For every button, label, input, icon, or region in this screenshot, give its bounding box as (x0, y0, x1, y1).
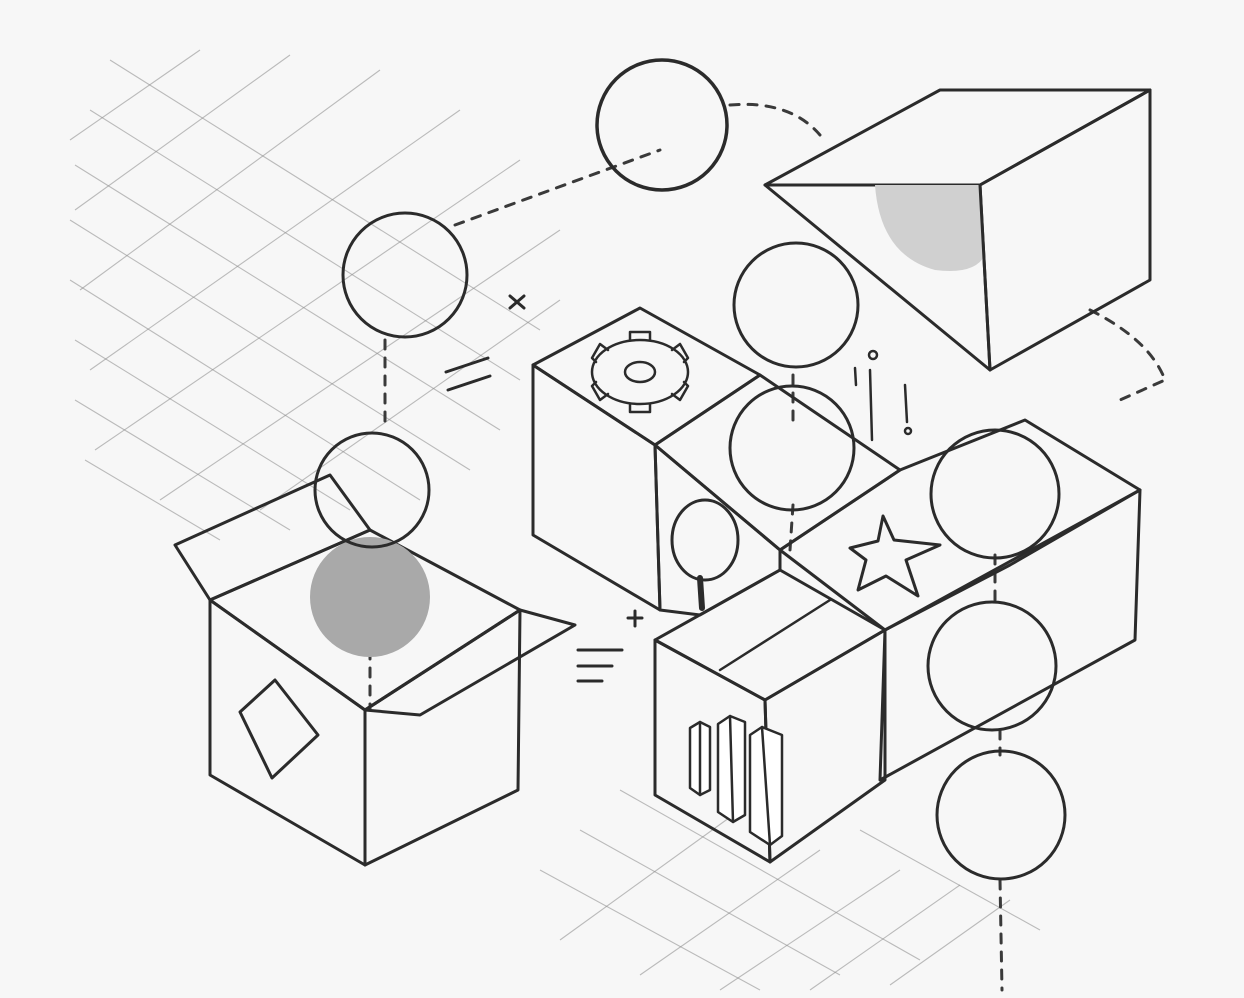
cross-mark (508, 294, 526, 310)
sphere-right-white (929, 428, 1061, 560)
cube-top-right (763, 88, 1152, 372)
sphere-box-inner-gray (310, 537, 430, 657)
sphere-center-gray (732, 241, 860, 369)
equals-mark (444, 356, 492, 392)
plus-mark (626, 609, 644, 628)
exclamation-marks (853, 349, 913, 442)
sphere-center-white (728, 384, 856, 512)
grid-bottom-right (539, 789, 1041, 991)
grid-top-left (69, 49, 561, 541)
magnifier-icon (670, 498, 740, 611)
sphere-bottom-gray (935, 749, 1067, 881)
open-box (173, 473, 577, 867)
star-icon (848, 514, 942, 598)
sphere-box-white (313, 431, 431, 549)
bar-columns-icon (688, 714, 784, 847)
gear-icon (590, 330, 690, 414)
diamond-icon (238, 678, 320, 780)
annotation-marks (444, 294, 913, 683)
sphere-right-gray (926, 600, 1058, 732)
sphere-left-gray (341, 211, 469, 339)
spheres (310, 58, 1067, 881)
text-lines-mark (576, 648, 624, 683)
sphere-top-outline (595, 58, 729, 192)
